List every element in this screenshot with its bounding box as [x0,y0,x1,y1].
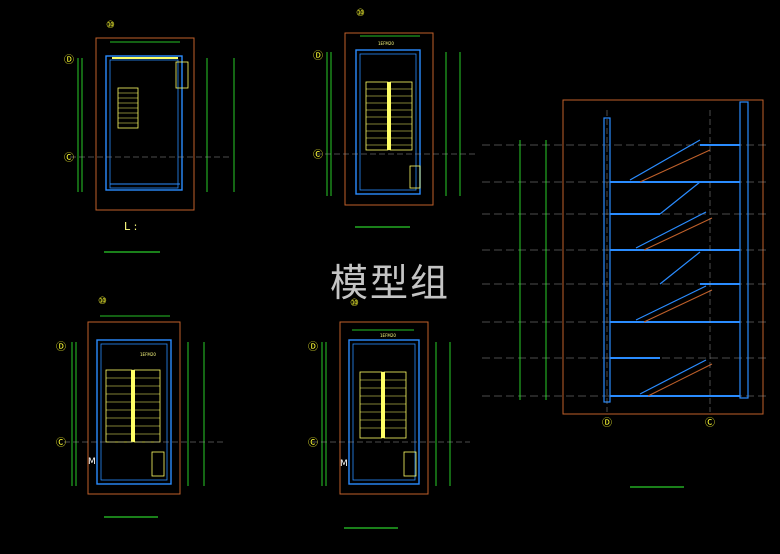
door-swing [151,451,165,477]
axis-bubble-c: Ⓒ [56,437,66,449]
axis-bubble-top: ⑩ [356,8,365,19]
wall-inner [109,59,179,189]
plan-bottom-left: 1EFM20 ⑩ Ⓓ Ⓒ M [56,296,224,518]
elev-marker: M [88,457,96,467]
door-swing [175,61,189,89]
plan-top-middle: 1EFM20 ⑩ Ⓓ Ⓒ [313,8,476,228]
axis-bubble-d: Ⓓ [308,341,318,353]
wall-inner [100,343,168,481]
plan-border [344,32,434,206]
stair-section: Ⓓ Ⓒ [482,99,770,488]
plan-bottom-middle: 1EFM20 ⑩ Ⓓ Ⓒ M [308,298,470,529]
opening-label: 1EFM20 [380,333,396,338]
axis-bubble-d: Ⓓ [602,417,612,429]
wall-outline [355,49,421,195]
door-swing [403,451,417,477]
plan-border [87,321,181,495]
axis-bubble-c: Ⓒ [313,149,323,161]
axis-bubble-c: Ⓒ [308,437,318,449]
wall-inner [359,53,417,191]
stair-flights-section [629,139,713,397]
plan-top-left: ⑩ Ⓓ Ⓒ L : [64,20,235,253]
axis-bubble-d: Ⓓ [56,341,66,353]
axis-bubble-d: Ⓓ [64,54,74,66]
axis-bubble-c: Ⓒ [64,152,74,164]
opening-label: 1EFM20 [378,41,394,46]
plan-border [339,321,429,495]
watermark-text: 模型组 [330,261,451,305]
wall-outline [105,55,183,191]
scale-note: L : [124,220,137,233]
axis-bubble-d: Ⓓ [313,50,323,62]
axis-bubble-top: ⑩ [350,298,359,309]
opening-label: 1EFM20 [140,352,156,357]
plan-border [95,37,195,211]
wall-outline [96,339,172,485]
axis-bubble-c: Ⓒ [705,417,715,429]
wall-outline [348,339,420,485]
stair-flights [365,81,413,151]
section-border [562,99,764,415]
stair-flight [117,87,139,129]
stair-flights [359,371,407,439]
wall-inner [352,343,416,481]
elev-marker: M [340,459,348,469]
axis-bubble-top: ⑩ [106,20,115,31]
door-swing [409,165,421,189]
axis-bubble-top: ⑩ [98,296,107,307]
